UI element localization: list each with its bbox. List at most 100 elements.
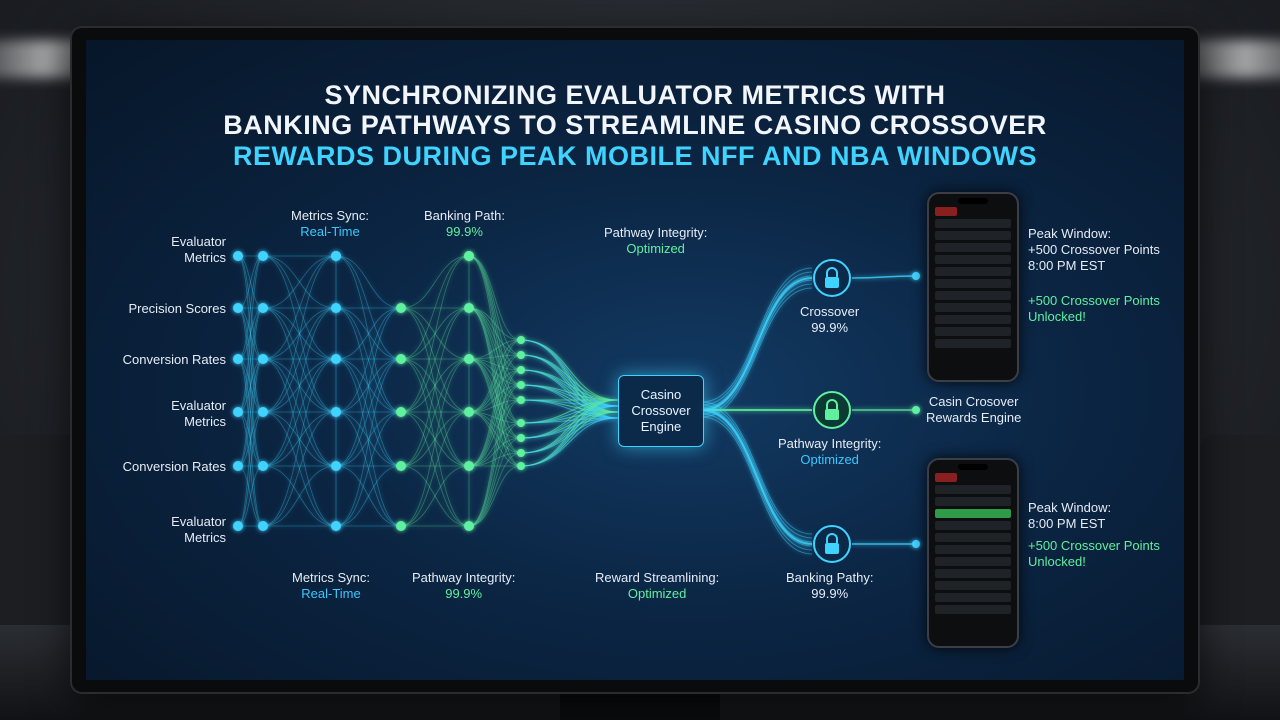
bottom-label-reward-streamlining: Reward Streamlining:Optimized [595,570,719,602]
network-link [702,272,812,405]
network-node [331,521,341,531]
network-node [233,354,243,364]
network-node [258,303,268,313]
lock-icon [812,390,852,430]
network-link [263,256,336,359]
network-node [233,251,243,261]
network-node [464,251,474,261]
network-link [401,412,469,526]
rewards-engine-label: Casin Crosover Rewards Engine [926,394,1021,426]
lock-label-banking-pathy: Banking Pathy:99.9% [786,570,873,602]
top-label-banking-path: Banking Path:99.9% [424,208,505,240]
network-link [238,466,263,526]
network-node [258,407,268,417]
network-node [396,354,406,364]
title-line-1: Synchronizing Evaluator Metrics with [86,80,1184,111]
network-node [464,354,474,364]
network-link [702,408,812,542]
chair-right [1200,435,1280,635]
peak-window-top-unlocked: +500 Crossover Points Unlocked! [1028,293,1160,325]
network-node [396,461,406,471]
network-link [263,256,336,308]
network-node [258,251,268,261]
network-node [331,354,341,364]
network-link [263,308,336,412]
network-link [336,359,401,526]
network-link [336,412,401,526]
input-label-1: Evaluator Metrics [86,234,226,266]
network-node [912,406,920,414]
monitor-screen: Synchronizing Evaluator Metrics with Ban… [86,40,1184,680]
network-link [521,355,618,400]
title-line-2: Banking Pathways to Streamline Casino Cr… [86,110,1184,141]
network-link [702,410,812,544]
network-node [912,272,920,280]
lock-label-pathway-integrity: Pathway Integrity:Optimized [778,436,881,468]
network-link [263,412,336,466]
network-link [336,256,401,359]
network-link [401,256,469,359]
network-node [258,461,268,471]
input-label-5: Conversion Rates [86,459,226,475]
network-link [702,411,812,546]
network-node [517,381,525,389]
network-node [331,461,341,471]
bottom-label-pathway-integrity: Pathway Integrity:99.9% [412,570,515,602]
peak-window-bottom: Peak Window: 8:00 PM EST [1028,500,1111,532]
network-link [401,466,469,526]
peak-window-top: Peak Window: +500 Crossover Points 8:00 … [1028,226,1160,274]
network-node [464,303,474,313]
network-node [464,461,474,471]
network-node [517,462,525,470]
casino-crossover-engine: Casino Crossover Engine [618,375,704,447]
network-link [263,359,336,526]
network-node [517,351,525,359]
network-link [401,412,469,466]
network-node [258,354,268,364]
network-link [336,308,401,359]
network-link [263,466,336,526]
smartphone-icon [927,192,1019,382]
network-link [336,412,401,466]
network-link [336,308,401,412]
network-link [336,466,401,526]
network-node [464,407,474,417]
network-node [233,521,243,531]
network-node [233,303,243,313]
lock-icon [812,258,852,298]
network-node [517,366,525,374]
network-link [401,308,469,412]
network-link [702,278,812,410]
network-node [517,336,525,344]
input-label-2: Precision Scores [86,301,226,317]
bottom-label-metrics-sync: Metrics Sync:Real-Time [292,570,370,602]
network-link [521,340,618,406]
network-link [702,276,812,408]
network-link [401,359,469,466]
top-label-pathway-integrity: Pathway Integrity:Optimized [604,225,707,257]
network-link [702,284,812,414]
network-link [263,359,336,466]
network-node [396,521,406,531]
network-link [336,359,401,466]
network-node [258,521,268,531]
network-node [331,303,341,313]
network-node [331,407,341,417]
top-label-metrics-sync: Metrics Sync:Real-Time [291,208,369,240]
network-link [702,280,812,411]
lock-icon [812,524,852,564]
network-node [233,461,243,471]
input-label-6: Evaluator Metrics [86,514,226,546]
smartphone-icon [927,458,1019,648]
network-node [464,521,474,531]
network-node [517,396,525,404]
network-node [912,540,920,548]
input-label-4: Evaluator Metrics [86,398,226,430]
network-link [469,308,521,355]
network-node [331,251,341,261]
monitor-stand [560,690,720,720]
input-label-3: Conversion Rates [86,352,226,368]
title-line-3: Rewards During Peak Mobile NFF and NBA W… [86,141,1184,172]
network-link [336,256,401,308]
